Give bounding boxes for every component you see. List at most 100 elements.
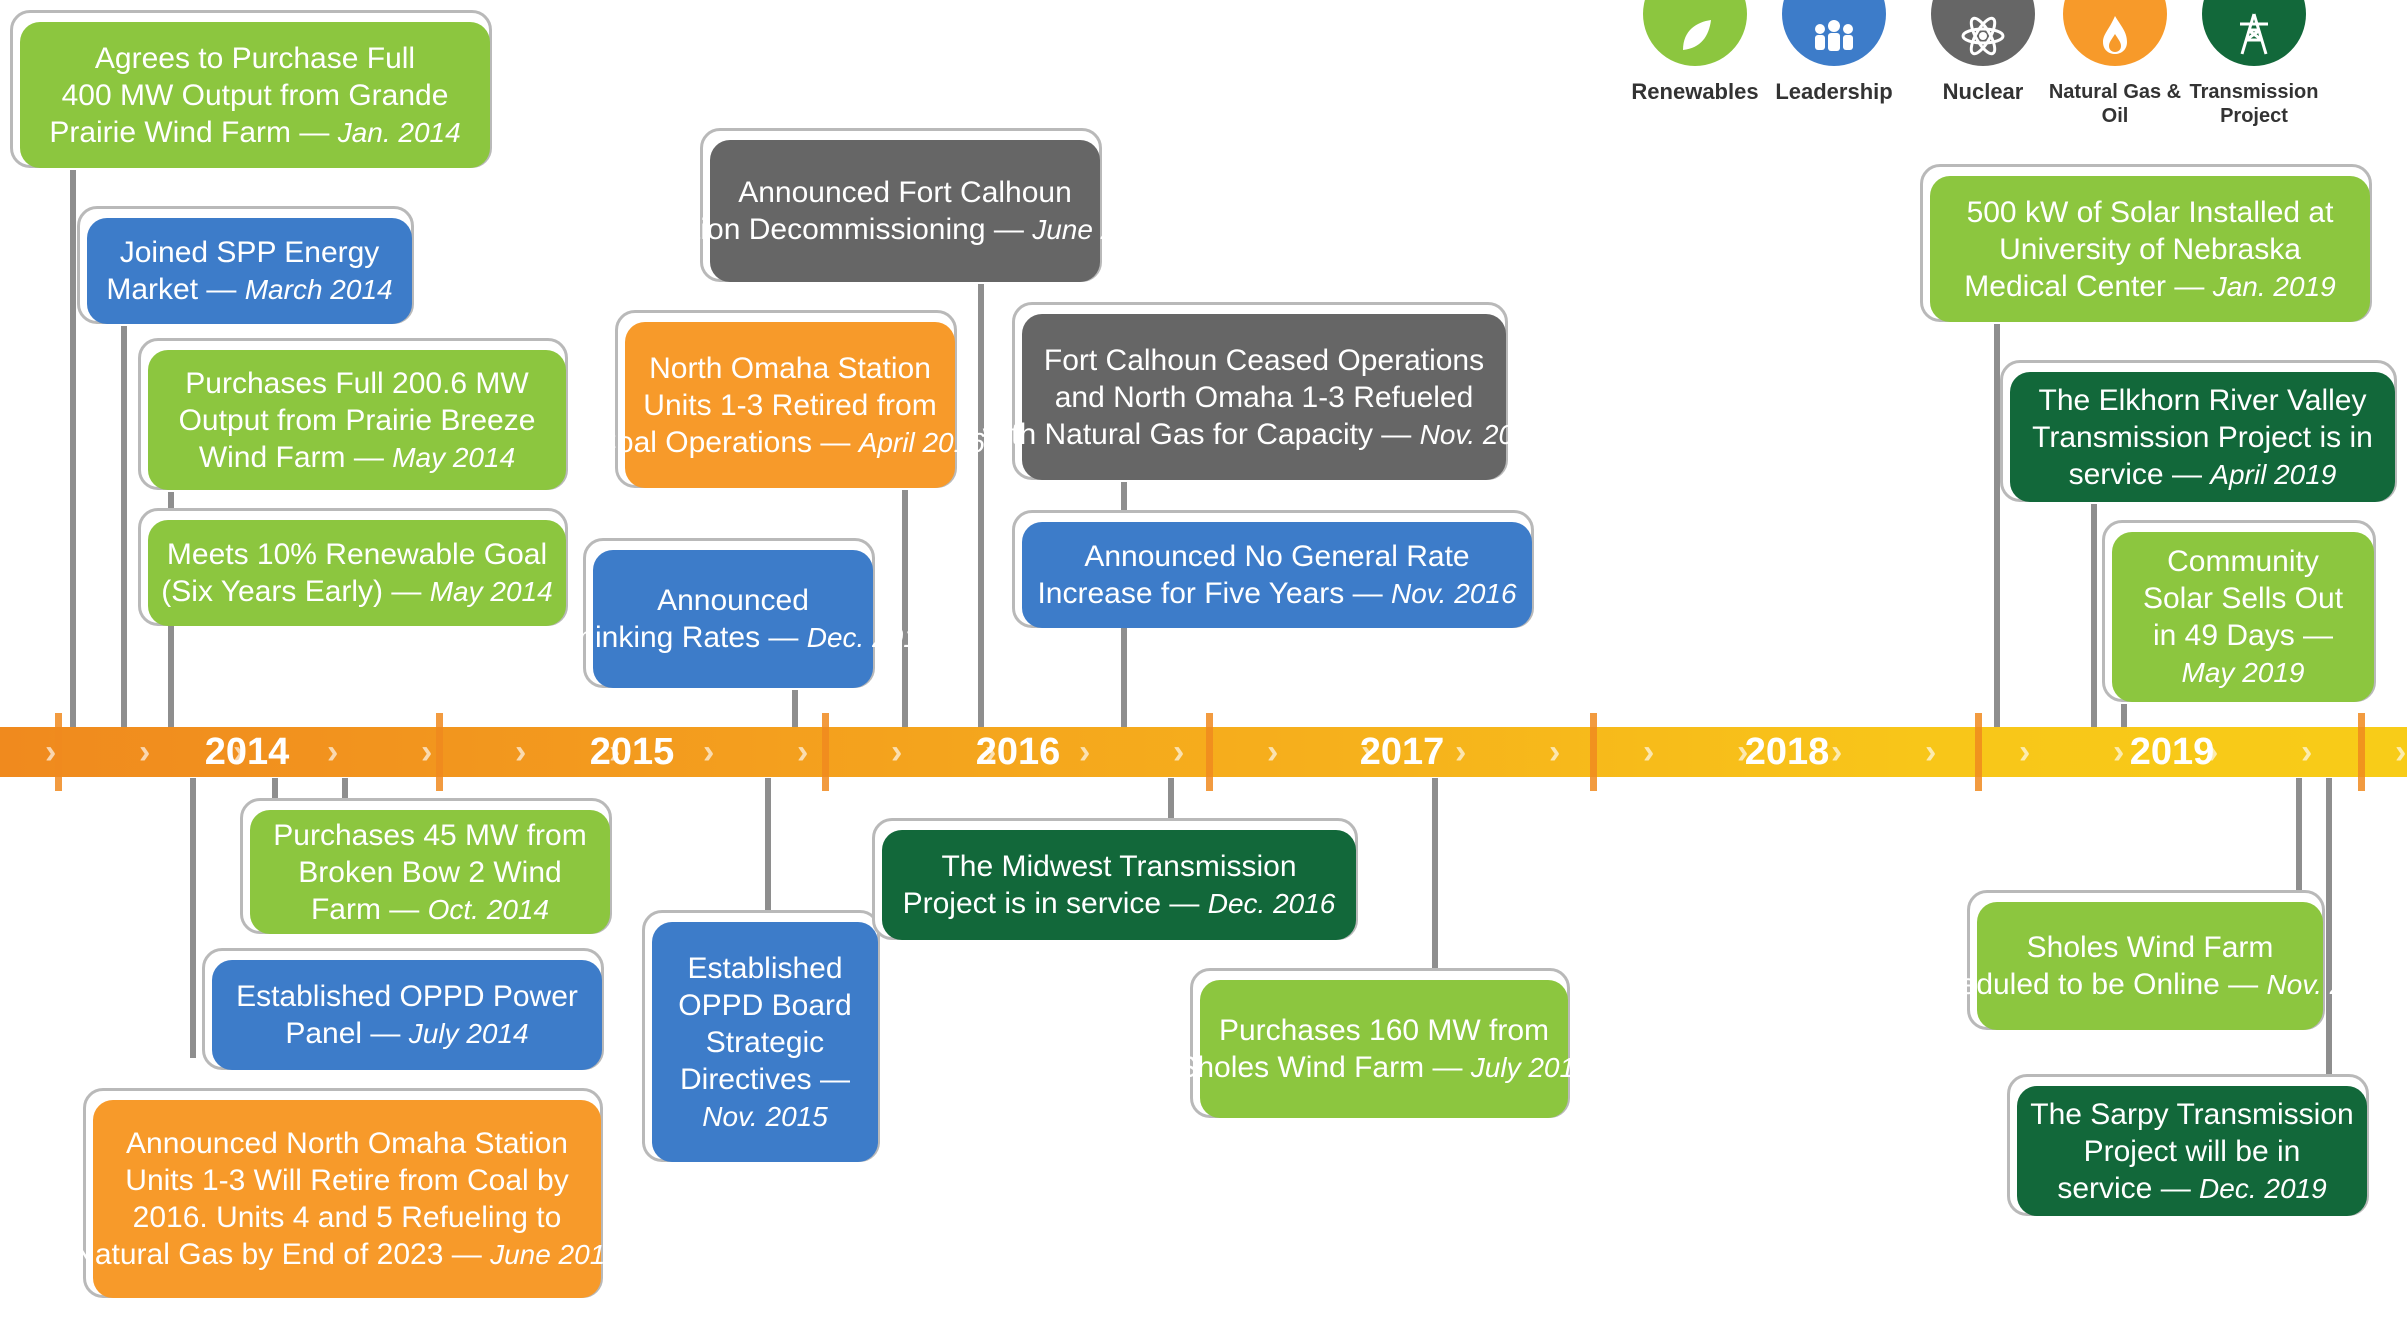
timeline-tick — [2358, 713, 2365, 791]
event-date: Dec. 2016 — [1207, 888, 1336, 919]
legend-item: Nuclear — [1913, 0, 2053, 104]
event-text: Panel — [285, 1017, 363, 1050]
event-last-line: service — April 2019 — [2069, 456, 2337, 493]
event-last-line: Rethinking Rates — Dec. 2015 — [532, 619, 935, 656]
event-dash: — — [1424, 1051, 1471, 1084]
event-date: Nov. 2016 — [1419, 418, 1546, 450]
event-text: and North Omaha 1-3 Refueled — [1054, 380, 1474, 414]
chevron-icon: › — [45, 733, 57, 771]
event-text: Units 1-3 Retired from — [643, 388, 937, 422]
event-text: Agrees to Purchase Full — [94, 41, 416, 75]
event-date: June 2016 — [1032, 214, 1163, 245]
event-text: Announced No General Rate — [1084, 540, 1470, 573]
connector-line — [978, 284, 984, 727]
event-text: Station Decommissioning — [647, 213, 986, 246]
event-text: Purchases Full 200.6 MW — [185, 366, 529, 400]
event-date: Oct. 2014 — [427, 893, 550, 925]
event-date: May 2019 — [2181, 657, 2305, 688]
legend-label: Renewables — [1631, 79, 1759, 104]
event-text: 400 MW Output from Grande — [61, 78, 449, 112]
legend-label: Leadership — [1775, 79, 1893, 104]
tower-icon — [2202, 0, 2306, 66]
connector-line — [121, 326, 127, 730]
timeline-bar — [0, 727, 2407, 777]
event-dash: — — [2163, 457, 2211, 491]
event-text: Purchases 160 MW from — [1218, 1014, 1550, 1047]
event-dash: — — [362, 1017, 409, 1050]
event-text: (Six Years Early) — [161, 575, 384, 608]
event-last-line: Farm — Oct. 2014 — [311, 891, 549, 928]
event-dash: — — [2219, 968, 2267, 1001]
event-text: University of Nebraska — [1999, 232, 2301, 266]
event-text: Joined SPP Energy — [119, 236, 380, 269]
event-last-line: Sholes Wind Farm — July 2017 — [1177, 1049, 1590, 1086]
chevron-icon: › — [233, 733, 245, 771]
event-date: Dec. 2015 — [806, 622, 935, 653]
atom-icon — [1931, 0, 2035, 66]
event-dash: — — [383, 575, 430, 608]
chevron-icon: › — [1925, 733, 1937, 771]
event-text: Sholes Wind Farm — [2026, 931, 2274, 964]
connector-line — [1168, 778, 1174, 830]
event-date: April 2016 — [858, 426, 985, 458]
event-text: Established — [687, 951, 843, 985]
chevron-icon: › — [421, 733, 433, 771]
chevron-icon: › — [2113, 733, 2125, 771]
event-text: Output from Prairie Breeze — [178, 403, 536, 437]
event-text: Coal Operations — [595, 425, 813, 459]
event-date: July 2014 — [408, 1018, 529, 1049]
event-text: The Midwest Transmission — [941, 850, 1297, 883]
event-text: service — [2068, 457, 2164, 491]
event-last-line: Increase for Five Years — Nov. 2016 — [1037, 575, 1516, 612]
year-label: 2018 — [1744, 731, 1830, 773]
chevron-icon: › — [1173, 733, 1185, 771]
timeline-tick — [822, 713, 829, 791]
chevron-icon: › — [985, 733, 997, 771]
chevron-icon: › — [327, 733, 339, 771]
legend-label: Natural Gas & Oil — [2048, 81, 2182, 127]
event-text: Strategic — [705, 1025, 825, 1059]
year-label: 2016 — [975, 731, 1061, 773]
timeline-tick — [1590, 713, 1597, 791]
event-dash: — — [198, 273, 245, 306]
event-date: Jan. 2014 — [337, 116, 461, 148]
chevron-icon: › — [797, 733, 809, 771]
event-last-line: Wind Farm — May 2014 — [199, 439, 515, 476]
event-last-line: Natural Gas by End of 2023 — June 2014 — [73, 1236, 621, 1273]
event-text: Project is in service — [902, 887, 1162, 920]
connector-line — [2296, 778, 2302, 902]
event-date: Nov. 2016 — [1390, 578, 1517, 609]
event-text: Broken Bow 2 Wind — [298, 855, 562, 889]
event-text: Increase for Five Years — [1037, 577, 1345, 610]
chevron-icon: › — [1737, 733, 1749, 771]
people-icon — [1782, 0, 1886, 66]
connector-line — [1432, 778, 1438, 980]
event-text: Meets 10% Renewable Goal — [166, 538, 548, 571]
flame-icon — [2063, 0, 2167, 66]
chevron-icon: › — [2019, 733, 2031, 771]
connector-line — [2091, 504, 2097, 727]
chevron-icon: › — [1079, 733, 1091, 771]
event-date: May 2014 — [392, 441, 516, 473]
chevron-icon: › — [1455, 733, 1467, 771]
event-last-line: Coal Operations — April 2016 — [595, 424, 985, 461]
timeline-tick — [1975, 713, 1982, 791]
chevron-icon: › — [2207, 733, 2219, 771]
chevron-icon: › — [703, 733, 715, 771]
event-text: Solar Sells Out — [2142, 582, 2344, 615]
event-date: July 2017 — [1470, 1052, 1591, 1083]
event-date: May 2014 — [429, 576, 553, 607]
event-last-line: Station Decommissioning — June 2016 — [647, 211, 1163, 248]
event-text: Wind Farm — [198, 440, 346, 474]
connector-line — [765, 778, 771, 922]
event-box: Meets 10% Renewable Goal (Six Years Early… — [148, 520, 566, 626]
